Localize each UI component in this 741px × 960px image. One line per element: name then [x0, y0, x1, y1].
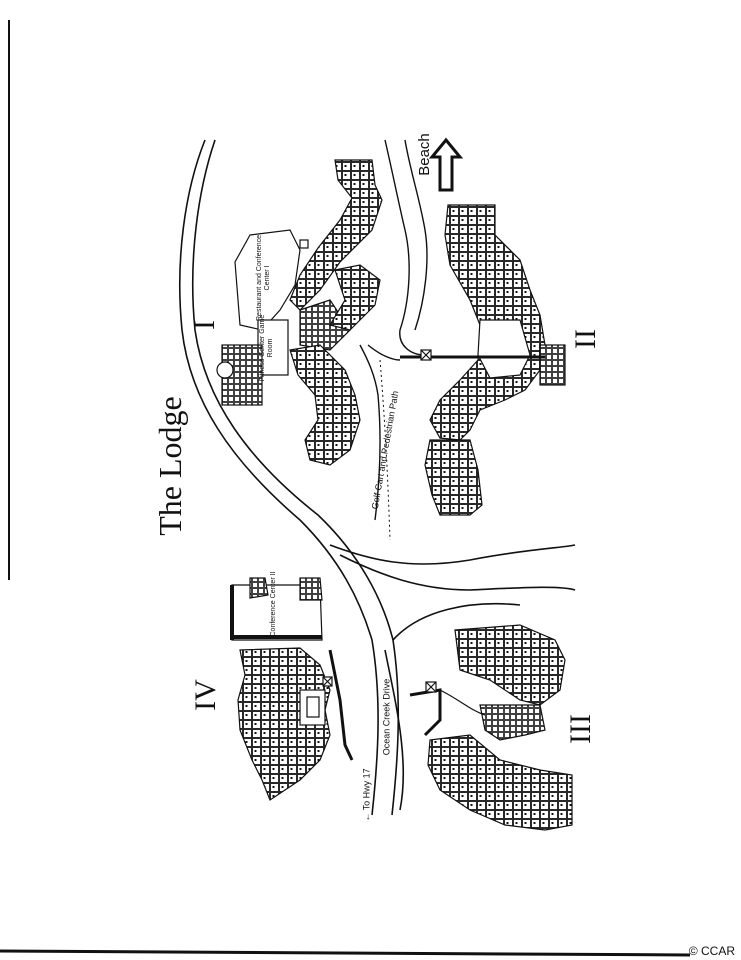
section-label-four: IV	[188, 679, 222, 711]
highway-label: ← To Hwy 17	[361, 768, 372, 822]
creek-path	[359, 139, 428, 521]
main-road	[178, 139, 576, 816]
beach-label: Beach	[415, 133, 433, 176]
page-edge-bottom	[0, 949, 691, 957]
golf-cart-path	[379, 359, 391, 541]
building-group-two	[400, 204, 566, 516]
building-group-one	[216, 159, 383, 466]
building-group-three	[409, 624, 573, 831]
section-label-three: III	[563, 714, 597, 744]
fitness-center-label: Fitness Center Game Room	[259, 314, 274, 382]
conference-center-two-label: Conference Center II	[270, 571, 277, 637]
section-label-one: I	[188, 320, 221, 330]
beach-arrow-icon	[428, 137, 464, 192]
copyright-watermark: © CCAR	[688, 944, 735, 958]
map-title: The Lodge	[151, 396, 188, 536]
ocean-creek-drive-label: Ocean Creek Drive	[381, 678, 392, 756]
section-label-two: II	[568, 329, 602, 349]
building-group-four	[230, 577, 354, 801]
